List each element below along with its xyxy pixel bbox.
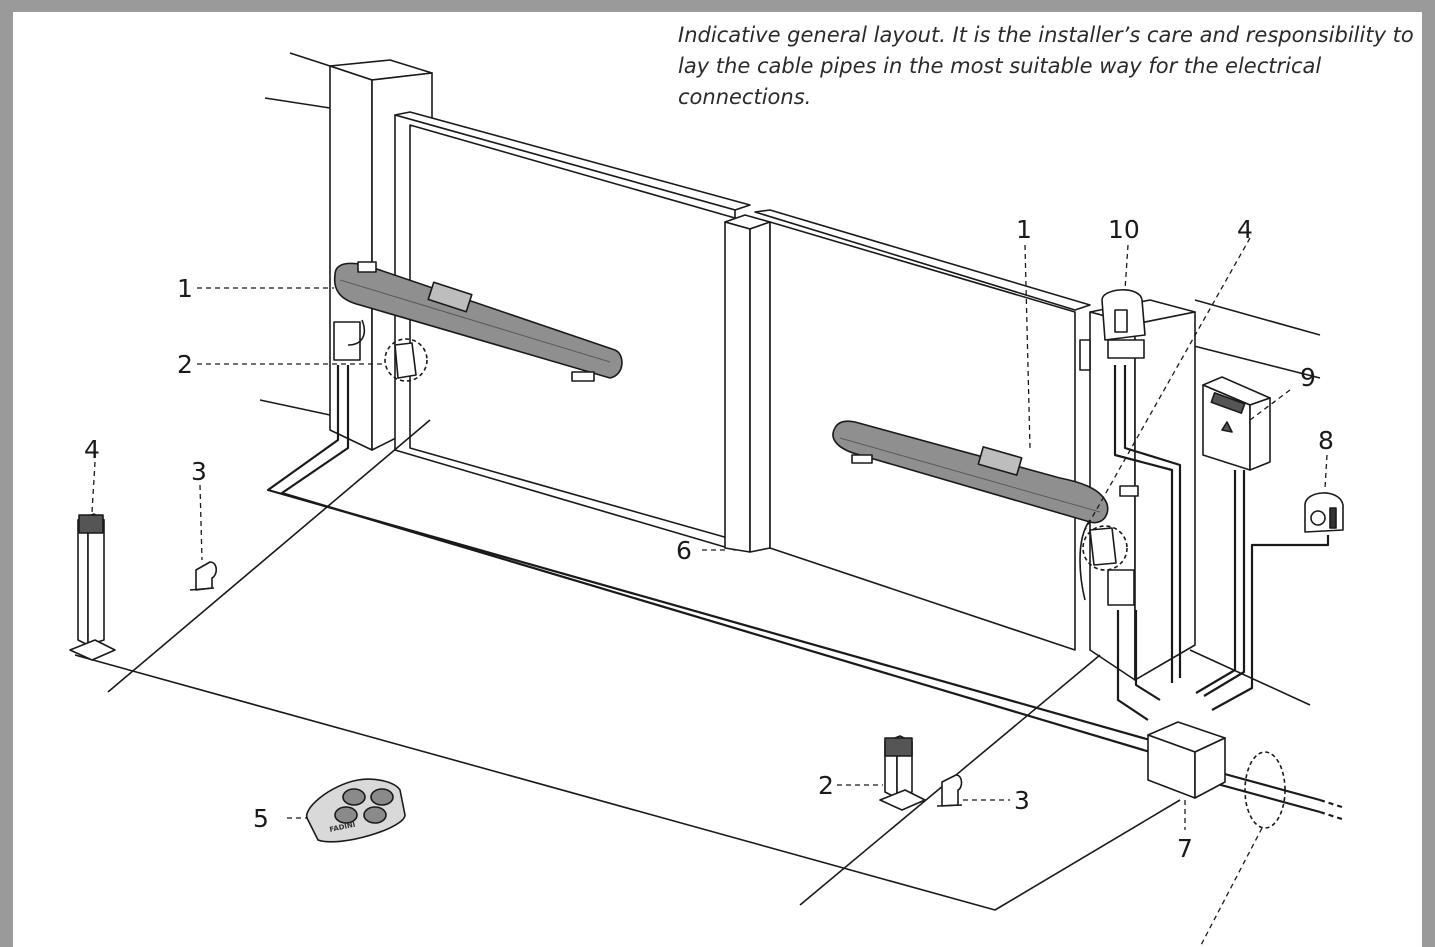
leader-lines bbox=[91, 237, 1328, 947]
label-key-selector: 8 bbox=[1318, 426, 1334, 455]
label-remote: 5 bbox=[253, 804, 269, 833]
layout-note: Indicative general layout. It is the ins… bbox=[678, 20, 1418, 113]
right-photocell-post bbox=[879, 735, 926, 811]
label-photocell-post-left: 4 bbox=[84, 435, 100, 464]
key-selector bbox=[1304, 492, 1344, 533]
flashing-light bbox=[1101, 289, 1146, 359]
label-motor-right: 1 bbox=[1016, 215, 1032, 244]
note-line-3: connections. bbox=[678, 85, 812, 109]
right-gate-stop bbox=[936, 774, 963, 807]
right-photocell-4 bbox=[1079, 519, 1135, 606]
wall-lines bbox=[259, 52, 1321, 706]
label-stop-right: 3 bbox=[1014, 786, 1030, 815]
label-junction-box: 7 bbox=[1177, 834, 1193, 863]
label-control-unit: 9 bbox=[1300, 363, 1316, 392]
label-photocell-post-right: 2 bbox=[818, 771, 834, 800]
label-photocell-right: 4 bbox=[1237, 215, 1253, 244]
left-motor bbox=[333, 261, 623, 382]
label-stop-left: 3 bbox=[191, 457, 207, 486]
center-post bbox=[724, 214, 771, 553]
label-motor-left: 1 bbox=[177, 274, 193, 303]
right-gate-leaf bbox=[754, 209, 1091, 651]
junction-box bbox=[1147, 721, 1286, 829]
left-photocell-post bbox=[69, 513, 116, 661]
remote-control bbox=[305, 778, 406, 843]
label-center-stop: 6 bbox=[676, 536, 692, 565]
control-unit bbox=[1202, 376, 1271, 471]
right-motor bbox=[832, 420, 1139, 524]
note-line-2: lay the cable pipes in the most suitable… bbox=[678, 54, 1322, 78]
label-photocell-left: 2 bbox=[177, 350, 193, 379]
cable-pipes bbox=[266, 365, 1346, 822]
left-gate-stop bbox=[189, 561, 218, 591]
note-line-1: Indicative general layout. It is the ins… bbox=[678, 23, 1414, 47]
left-photocell-2 bbox=[333, 319, 428, 382]
label-flashing-light: 10 bbox=[1108, 215, 1140, 244]
